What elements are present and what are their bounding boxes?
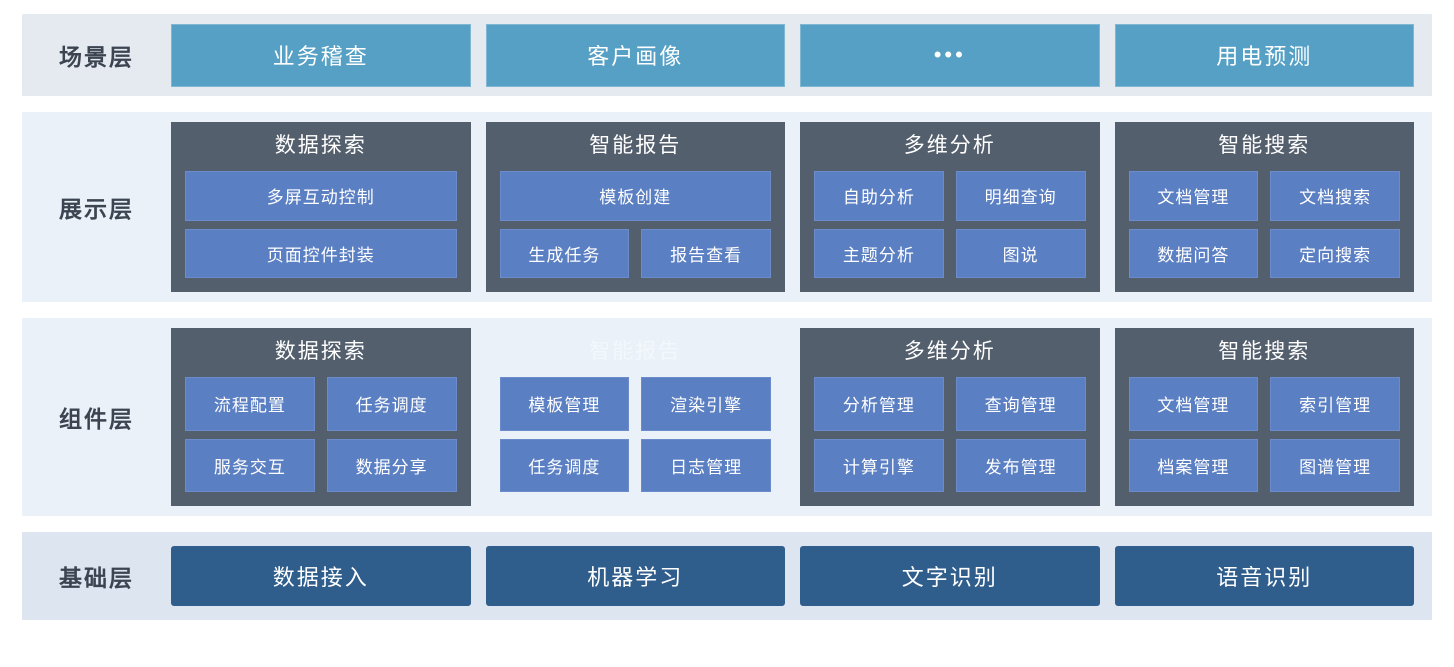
layer-body-display: 数据探索多屏互动控制页面控件封装智能报告模板创建生成任务报告查看多维分析自助分析…: [171, 112, 1432, 302]
tile-display-3-1-0[interactable]: 数据问答: [1128, 228, 1259, 278]
layer-label-foundation: 基础层: [59, 565, 134, 591]
tile-component-3-0-0[interactable]: 文档管理: [1128, 377, 1259, 431]
card-label: 机器学习: [587, 565, 684, 590]
panel-title: 数据探索: [274, 134, 367, 157]
tile-component-1-1-1[interactable]: 日志管理: [641, 438, 771, 492]
tile-row: 主题分析图说: [814, 228, 1086, 278]
tile-component-2-1-0[interactable]: 计算引擎: [814, 438, 944, 492]
card-label: 业务稽查: [272, 44, 369, 69]
layer-label-display: 展示层: [59, 196, 134, 222]
tile-display-1-0-0[interactable]: 模板创建: [499, 171, 771, 221]
tile-component-1-0-0[interactable]: 模板管理: [499, 377, 630, 431]
tile-display-0-1-0[interactable]: 页面控件封装: [185, 228, 457, 278]
tile-row: 生成任务报告查看: [499, 228, 771, 278]
card-foundation-0[interactable]: 数据接入: [171, 546, 471, 606]
tile-row: 流程配置任务调度: [185, 377, 457, 431]
card-scenario-3[interactable]: 用电预测: [1114, 23, 1414, 87]
tile-display-2-1-0[interactable]: 主题分析: [814, 228, 944, 278]
panel-title: 智能报告: [589, 134, 682, 157]
tile-display-2-0-1[interactable]: 明细查询: [955, 171, 1086, 221]
layer-row-scenario: 场景层 业务稽查 客户画像 ••• 用电预测: [22, 14, 1432, 96]
tile-row: 计算引擎发布管理: [814, 438, 1086, 492]
layer-body-component: 数据探索流程配置任务调度服务交互数据分享智能报告模板管理渲染引擎任务调度日志管理…: [171, 318, 1432, 516]
tile-row: 自助分析明细查询: [814, 171, 1086, 221]
layer-body-scenario: 业务稽查 客户画像 ••• 用电预测: [171, 14, 1432, 96]
tile-row: 分析管理查询管理: [814, 377, 1086, 431]
tile-display-1-1-0[interactable]: 生成任务: [499, 228, 630, 278]
layer-label-component: 组件层: [59, 406, 134, 432]
layer-row-component: 组件层数据探索流程配置任务调度服务交互数据分享智能报告模板管理渲染引擎任务调度日…: [22, 318, 1432, 516]
panel-title: 智能报告: [589, 340, 682, 363]
card-scenario-1[interactable]: 客户画像: [485, 23, 785, 87]
tile-row: 文档管理文档搜索: [1128, 171, 1400, 221]
panel-title: 智能搜索: [1218, 134, 1311, 157]
tile-row: 任务调度日志管理: [499, 438, 771, 492]
tile-row: 数据问答定向搜索: [1128, 228, 1400, 278]
tile-component-2-0-1[interactable]: 查询管理: [955, 377, 1086, 431]
layer-row-display: 展示层数据探索多屏互动控制页面控件封装智能报告模板创建生成任务报告查看多维分析自…: [22, 112, 1432, 302]
tile-display-0-0-0[interactable]: 多屏互动控制: [185, 171, 457, 221]
layer-body-foundation: 数据接入 机器学习 文字识别 语音识别: [171, 532, 1432, 620]
tile-row: 档案管理图谱管理: [1128, 438, 1400, 492]
tile-row: 页面控件封装: [185, 228, 457, 278]
tile-row: 文档管理索引管理: [1128, 377, 1400, 431]
card-scenario-0[interactable]: 业务稽查: [171, 23, 471, 87]
tile-component-3-1-1[interactable]: 图谱管理: [1270, 438, 1400, 492]
tile-component-1-1-0[interactable]: 任务调度: [499, 438, 630, 492]
tile-component-2-0-0[interactable]: 分析管理: [814, 377, 944, 431]
tile-component-1-0-1[interactable]: 渲染引擎: [641, 377, 771, 431]
tile-row: 服务交互数据分享: [185, 438, 457, 492]
card-label: 数据接入: [272, 565, 369, 590]
card-foundation-3[interactable]: 语音识别: [1114, 546, 1414, 606]
card-label: 语音识别: [1216, 565, 1313, 590]
ellipsis-icon: •••: [933, 42, 966, 67]
panel-component-3[interactable]: 智能搜索文档管理索引管理档案管理图谱管理: [1114, 328, 1414, 506]
tile-display-3-1-1[interactable]: 定向搜索: [1270, 228, 1400, 278]
tile-component-3-0-1[interactable]: 索引管理: [1270, 377, 1400, 431]
tile-row: 多屏互动控制: [185, 171, 457, 221]
layer-row-foundation: 基础层 数据接入 机器学习 文字识别 语音识别: [22, 532, 1432, 620]
panel-title: 多维分析: [903, 340, 996, 363]
tile-display-1-1-1[interactable]: 报告查看: [641, 228, 771, 278]
tile-component-3-1-0[interactable]: 档案管理: [1128, 438, 1259, 492]
layer-label-scenario: 场景层: [59, 44, 134, 70]
tile-display-2-0-0[interactable]: 自助分析: [814, 171, 944, 221]
panel-display-3[interactable]: 智能搜索文档管理文档搜索数据问答定向搜索: [1114, 122, 1414, 292]
panel-display-2[interactable]: 多维分析自助分析明细查询主题分析图说: [800, 122, 1100, 292]
tile-component-2-1-1[interactable]: 发布管理: [955, 438, 1086, 492]
tile-component-0-0-0[interactable]: 流程配置: [185, 377, 315, 431]
card-label: 文字识别: [901, 565, 998, 590]
panel-component-0[interactable]: 数据探索流程配置任务调度服务交互数据分享: [171, 328, 471, 506]
tile-row: 模板创建: [499, 171, 771, 221]
card-label: 用电预测: [1216, 44, 1313, 69]
card-foundation-2[interactable]: 文字识别: [800, 546, 1100, 606]
tile-component-0-0-1[interactable]: 任务调度: [326, 377, 457, 431]
tile-display-3-0-1[interactable]: 文档搜索: [1270, 171, 1400, 221]
tile-display-3-0-0[interactable]: 文档管理: [1128, 171, 1259, 221]
panel-title: 数据探索: [274, 340, 367, 363]
panel-component-2[interactable]: 多维分析分析管理查询管理计算引擎发布管理: [800, 328, 1100, 506]
panel-component-1[interactable]: 智能报告模板管理渲染引擎任务调度日志管理: [486, 328, 786, 506]
tile-component-0-1-1[interactable]: 数据分享: [326, 438, 457, 492]
tile-display-2-1-1[interactable]: 图说: [955, 228, 1086, 278]
card-scenario-2[interactable]: •••: [800, 23, 1100, 87]
tile-row: 模板管理渲染引擎: [499, 377, 771, 431]
panel-title: 智能搜索: [1218, 340, 1311, 363]
tile-component-0-1-0[interactable]: 服务交互: [185, 438, 315, 492]
card-label: 客户画像: [587, 44, 684, 69]
panel-display-0[interactable]: 数据探索多屏互动控制页面控件封装: [171, 122, 471, 292]
card-foundation-1[interactable]: 机器学习: [485, 546, 785, 606]
panel-title: 多维分析: [903, 134, 996, 157]
panel-display-1[interactable]: 智能报告模板创建生成任务报告查看: [485, 122, 785, 292]
